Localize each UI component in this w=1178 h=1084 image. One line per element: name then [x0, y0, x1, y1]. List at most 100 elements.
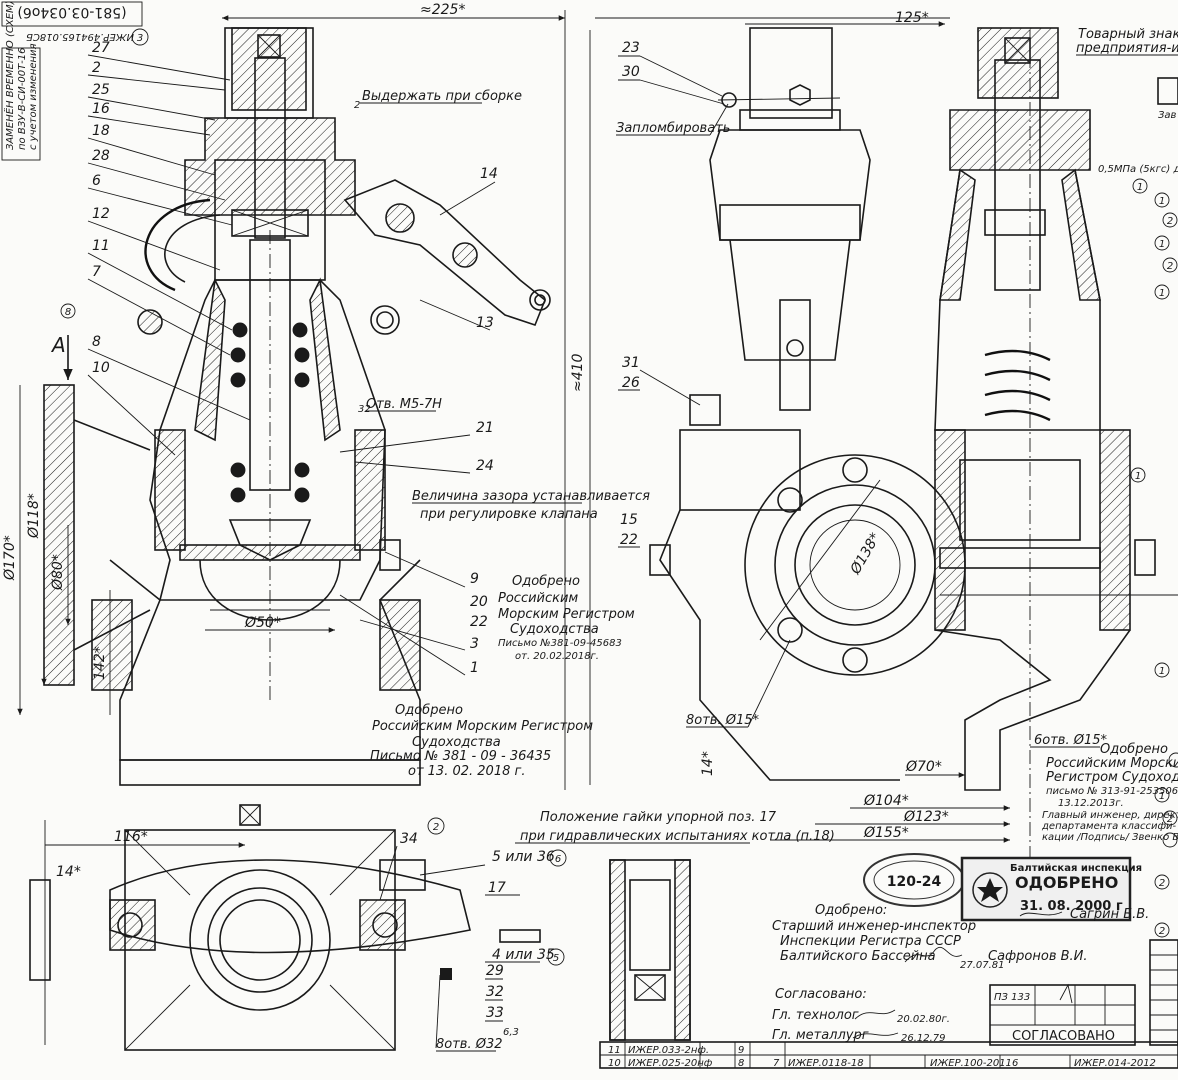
svg-text:6: 6	[92, 173, 101, 189]
svg-text:1: 1	[1159, 239, 1165, 250]
svg-text:26.12.79: 26.12.79	[901, 1033, 946, 1044]
approval-3: Одобрено Российским Морским Регистром Су…	[1041, 742, 1178, 843]
svg-text:кации /Подпись/ Звенко В.И.: кации /Подпись/ Звенко В.И.	[1042, 832, 1178, 843]
approval-5: Согласовано: Гл. технолог Гл. металлург …	[772, 987, 950, 1044]
svg-text:Морским Регистром: Морским Регистром	[498, 607, 635, 622]
svg-text:Российским Морским: Российским Морским	[1046, 756, 1178, 771]
svg-text:8: 8	[65, 307, 71, 318]
dim-118: Ø118*	[26, 493, 42, 539]
svg-text:Одобрено: Одобрено	[1100, 742, 1168, 757]
dim-410: ≈410	[570, 353, 586, 392]
svg-text:9: 9	[470, 571, 479, 587]
svg-text:9: 9	[738, 1045, 744, 1056]
svg-text:11: 11	[92, 238, 110, 254]
svg-text:45683: 45683	[590, 638, 622, 649]
svg-text:Регистром Судоходства: Регистром Судоходства	[1046, 770, 1178, 785]
svg-text:3: 3	[470, 636, 479, 652]
svg-text:Зав: Зав	[1158, 110, 1177, 121]
svg-text:Сафронов В.И.: Сафронов В.И.	[988, 949, 1088, 964]
svg-text:22: 22	[470, 614, 488, 630]
svg-text:3: 3	[137, 33, 143, 44]
approval-2: Одобрено Российским Морским Регистром Су…	[370, 703, 593, 779]
svg-text:ИЖЕР.033-2нф.: ИЖЕР.033-2нф.	[628, 1045, 709, 1056]
svg-text:от 13. 02. 2018 г.: от 13. 02. 2018 г.	[408, 764, 525, 779]
svg-text:24: 24	[476, 458, 494, 474]
dim-138: Ø138*	[847, 530, 884, 578]
svg-text:2: 2	[354, 100, 360, 111]
note-seal: Запломбировать	[616, 121, 730, 136]
view-a-label: А	[50, 333, 66, 357]
note-gap-2: при регулировке клапана	[420, 507, 598, 522]
note-holes-8x15: 8отв. Ø15*	[686, 713, 759, 728]
svg-text:Одобрено:: Одобрено:	[815, 903, 887, 918]
note-assembly: Выдержать при сборке	[362, 89, 522, 104]
dim-50: Ø50*	[244, 615, 281, 631]
note-holes-6x15: 6отв. Ø15*	[1034, 733, 1107, 748]
svg-text:Письмо № 381 - 09 - 36435: Письмо № 381 - 09 - 36435	[370, 749, 551, 764]
svg-text:письмо № 313-91-253506: письмо № 313-91-253506	[1046, 786, 1178, 797]
svg-text:29: 29	[486, 963, 504, 979]
svg-text:Российским: Российским	[498, 591, 578, 606]
svg-text:27: 27	[92, 40, 110, 56]
svg-text:с учетом изменения: с учетом изменения	[28, 43, 39, 150]
svg-text:1: 1	[470, 660, 479, 676]
dim-14: 14*	[56, 864, 81, 880]
note-gap-1: Величина зазора устанавливается	[412, 489, 650, 504]
svg-text:Балтийская инспекция: Балтийская инспекция	[1010, 863, 1142, 874]
svg-text:5: 5	[553, 953, 559, 964]
doc-code: ИЖЕР.494165.018СБ	[26, 31, 134, 42]
svg-text:5 или 36: 5 или 36	[492, 849, 555, 865]
exterior-view: 125* ≈410 Ø138* Запломбировать 8отв. Ø1	[570, 10, 966, 785]
svg-text:Сагрин Б.В.: Сагрин Б.В.	[1070, 907, 1149, 922]
note-holes-8x32: 8отв. Ø32	[436, 1037, 503, 1052]
svg-text:20.02.80г.: 20.02.80г.	[897, 1014, 950, 1025]
svg-text:13.12.2013г.: 13.12.2013г.	[1058, 798, 1124, 809]
svg-text:1: 1	[1159, 666, 1165, 677]
dim-142: 142*	[92, 646, 108, 680]
svg-text:Главный инженер, директор: Главный инженер, директор	[1042, 810, 1178, 821]
dim-80: Ø80*	[50, 554, 66, 591]
svg-text:32: 32	[358, 404, 371, 415]
svg-text:10: 10	[608, 1058, 621, 1069]
svg-text:Одобрено: Одобрено	[395, 703, 463, 718]
svg-text:2: 2	[433, 822, 439, 833]
svg-text:27.07.81: 27.07.81	[960, 960, 1005, 971]
svg-text:Судоходства: Судоходства	[412, 735, 501, 750]
svg-text:21: 21	[476, 420, 494, 436]
frame-code: (581-03.034о6)	[17, 4, 126, 20]
dim-155: Ø155*	[863, 825, 909, 841]
svg-text:31. 08. 2000 г: 31. 08. 2000 г	[1020, 899, 1123, 914]
svg-text:20: 20	[470, 594, 488, 610]
svg-text:по ВЗУ-В-СИ-00Т-16: по ВЗУ-В-СИ-00Т-16	[17, 47, 28, 150]
svg-text:ИЖЕР.100-2011: ИЖЕР.100-2011	[930, 1058, 1012, 1069]
svg-text:17: 17	[488, 880, 506, 896]
svg-text:7: 7	[773, 1058, 780, 1069]
svg-text:32: 32	[486, 984, 504, 1000]
note-trademark-1: Товарный знак	[1078, 27, 1178, 42]
svg-text:ОДОБРЕНО: ОДОБРЕНО	[1015, 873, 1118, 892]
dim-123: Ø123*	[903, 809, 949, 825]
svg-text:ИЖЕР.014-2012: ИЖЕР.014-2012	[1074, 1058, 1156, 1069]
note-thread: Отв. М5-7Н	[366, 397, 442, 412]
dim-125: 125*	[895, 10, 929, 26]
svg-text:23: 23	[622, 40, 640, 56]
svg-text:1: 1	[1159, 196, 1165, 207]
svg-text:120-24: 120-24	[887, 874, 942, 890]
svg-text:Согласовано:: Согласовано:	[775, 987, 867, 1002]
svg-text:8: 8	[738, 1058, 744, 1069]
svg-text:18: 18	[92, 123, 110, 139]
svg-text:22: 22	[620, 532, 638, 548]
dim-70: Ø70*	[905, 759, 942, 775]
svg-text:ИЖЕР.0118-18: ИЖЕР.0118-18	[788, 1058, 864, 1069]
svg-text:Инспекции Регистра СССР: Инспекции Регистра СССР	[780, 934, 961, 949]
top-view: 116* 14* 8отв. Ø32 6,3 34 5 или 36 17 4 …	[29, 804, 567, 1052]
note-nut-2: при гидравлических испытаниях котла (п.1…	[520, 829, 835, 844]
dim-170: Ø170*	[2, 535, 18, 581]
side-strip	[1, 47, 41, 161]
svg-text:13: 13	[476, 315, 494, 331]
svg-text:1: 1	[1137, 182, 1143, 193]
note-pressure: 0,5МПа (5кгс) до 1,0МПа	[1098, 164, 1178, 175]
side-strip-text: ЗАМЕНЁН ВРЕМЕННО (СХЕМ)	[3, 0, 16, 150]
